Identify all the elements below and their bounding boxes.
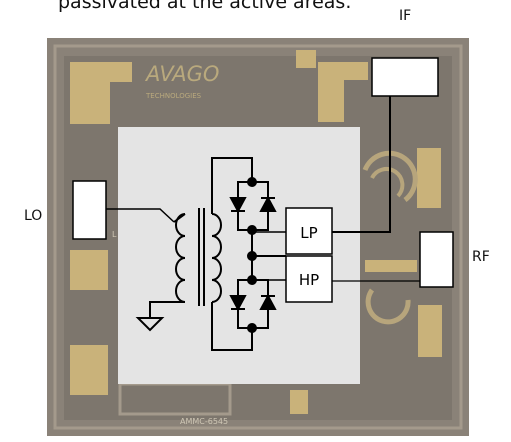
pad-right-lower — [418, 305, 442, 357]
hp-filter-box — [285, 255, 333, 303]
junction-dots — [247, 177, 257, 333]
if-pad-box — [371, 57, 439, 97]
chip-subtitle: TECHNOLOGIES — [145, 92, 202, 100]
pad-left-mid — [70, 250, 108, 290]
pad-bottom — [290, 390, 308, 414]
pad-right-upper — [417, 148, 441, 208]
lp-filter-label: LP — [300, 224, 317, 242]
junction-dot — [247, 251, 257, 261]
hp-filter-label: HP — [299, 271, 319, 289]
die-inner-border — [53, 44, 463, 430]
lp-filter-box — [285, 207, 333, 255]
if-port-label: IF — [399, 8, 412, 24]
junction-dot — [247, 323, 257, 333]
if-wire — [332, 96, 391, 233]
chip-logo: AVAGO — [144, 62, 219, 86]
pad-top-left-arm — [70, 62, 132, 82]
junction-dot — [247, 225, 257, 235]
lower-arc — [365, 288, 411, 325]
junction-dot — [247, 275, 257, 285]
caption-text: passivated at the active areas. — [58, 0, 352, 13]
lo-port-label: LO — [24, 208, 43, 224]
pad-left-bottom — [70, 345, 108, 395]
rf-trace — [365, 260, 417, 272]
pad-top-right-arm — [318, 62, 368, 80]
pad-top-small — [296, 50, 316, 68]
rf-pad-box — [419, 231, 454, 288]
spiral-arc-1 — [362, 150, 418, 202]
lo-pad-box — [72, 180, 107, 240]
transformer-primary — [149, 213, 186, 318]
ground-symbol — [135, 317, 165, 332]
transformer-secondary — [211, 157, 253, 351]
lower-diode-pair — [229, 279, 277, 329]
spiral-arc-2 — [370, 167, 405, 198]
rf-port-label: RF — [472, 249, 490, 265]
chip-part-number: AMMC-6545 — [180, 417, 228, 426]
junction-dot — [247, 177, 257, 187]
lo-wire — [106, 208, 175, 223]
chip-pad-letter-l: L — [112, 230, 117, 239]
